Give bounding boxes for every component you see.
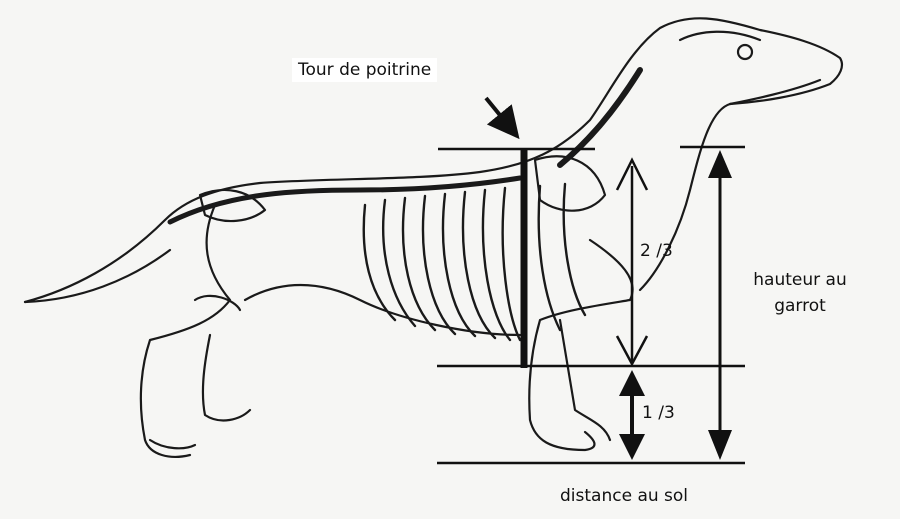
two-thirds-arrow bbox=[615, 157, 649, 367]
withers-height-arrow bbox=[708, 150, 732, 460]
chest-girth-pointer-arrow bbox=[484, 96, 520, 140]
one-third-label: 1 /3 bbox=[642, 403, 675, 423]
withers-height-label-line2: garrot bbox=[774, 296, 826, 316]
two-thirds-label: 2 /3 bbox=[640, 241, 673, 261]
one-third-arrow bbox=[619, 370, 645, 460]
chest-girth-label: Tour de poitrine bbox=[292, 58, 438, 82]
withers-height-label-line1: hauteur au bbox=[753, 270, 847, 290]
ground-clearance-label: distance au sol bbox=[560, 486, 689, 506]
